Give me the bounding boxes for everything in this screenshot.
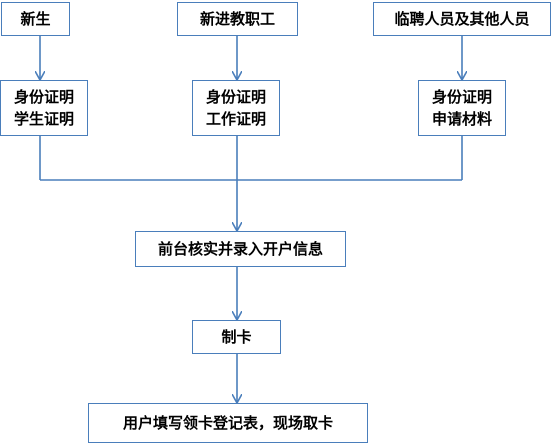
documents-student: 身份证明 学生证明 [0,80,88,136]
step-collect-card: 用户填写领卡登记表，现场取卡 [88,403,368,443]
documents-temp: 身份证明 申请材料 [418,80,506,136]
applicant-new-student: 新生 [1,2,70,36]
step-verify-and-register: 前台核实并录入开户信息 [135,231,346,267]
applicant-new-staff: 新进教职工 [177,2,298,36]
documents-staff: 身份证明 工作证明 [192,80,280,136]
applicant-temporary-staff: 临聘人员及其他人员 [373,2,551,36]
step-make-card: 制卡 [192,320,281,354]
